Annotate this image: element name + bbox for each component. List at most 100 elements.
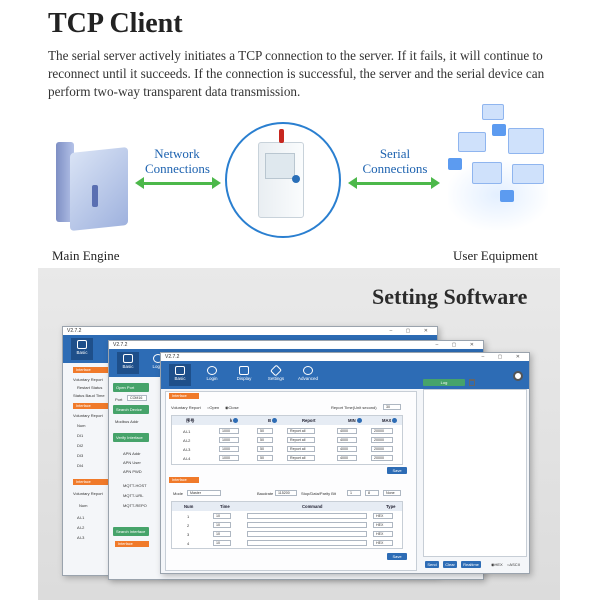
log-output[interactable] <box>423 389 527 557</box>
cmd-command-field[interactable] <box>247 513 367 519</box>
mqtt-repo-label: MQTT-REPO <box>123 503 147 508</box>
radio-open[interactable]: ○Open <box>207 405 220 410</box>
serial-arrow <box>348 177 440 189</box>
apn-pwd-label: APN PWD <box>123 469 142 474</box>
cmd-command-field[interactable] <box>247 531 367 537</box>
nav-basic-button[interactable]: Basic <box>117 352 139 374</box>
b-field[interactable]: 50 <box>257 437 273 443</box>
nav-basic-button[interactable]: Basic <box>71 338 93 360</box>
report-select[interactable]: Report all <box>287 437 315 443</box>
cmd-command-field[interactable] <box>247 540 367 546</box>
col-header: 序号 <box>186 418 195 423</box>
trash-icon[interactable] <box>469 379 475 386</box>
k-field[interactable]: 1000 <box>219 446 239 452</box>
search-device-button[interactable]: Search Device <box>113 405 149 414</box>
report-select[interactable]: Report all <box>287 455 315 461</box>
report-select[interactable]: Report all <box>287 446 315 452</box>
cmd-time-field[interactable]: 10 <box>213 540 231 546</box>
realtime-button[interactable]: Realtime <box>461 561 481 568</box>
max-field[interactable]: 20000 <box>371 437 393 443</box>
nav-settings-button[interactable]: Settings <box>265 364 287 386</box>
network-arrow <box>135 177 221 189</box>
col-header: k <box>230 416 239 425</box>
min-field[interactable]: 4000 <box>337 455 357 461</box>
cmd-num: 1 <box>187 514 190 519</box>
label: DI4 <box>77 463 84 468</box>
search-interface-button[interactable]: Search Interface <box>113 527 149 536</box>
cmd-type-select[interactable]: HEX <box>373 513 393 519</box>
k-field[interactable]: 1000 <box>219 437 239 443</box>
cmd-num: 2 <box>187 523 190 528</box>
report-time-label: Report Time(Unit second) <box>331 405 377 410</box>
radio-close[interactable]: ◉Close <box>225 405 239 410</box>
min-field[interactable]: 4000 <box>337 437 357 443</box>
settings-round-icon[interactable] <box>513 371 523 381</box>
page-title: TCP Client <box>48 8 183 39</box>
label: AI-1 <box>77 515 85 520</box>
nav-bar <box>161 361 529 389</box>
cmd-time-field[interactable]: 10 <box>213 513 231 519</box>
user-equipment-caption: User Equipment <box>453 248 538 263</box>
ai-table-header: 序号 k B Report MIN MAX <box>172 416 402 425</box>
ascii-radio[interactable]: ○ASCII <box>507 562 520 567</box>
k-field[interactable]: 1000 <box>219 455 239 461</box>
serial-connections-label: Serial Connections <box>362 146 428 176</box>
cmd-type-select[interactable]: HEX <box>373 540 393 546</box>
label: Num <box>77 423 86 428</box>
back-section-2: Interface <box>73 403 109 409</box>
report-select[interactable]: Report all <box>287 428 315 434</box>
software-title: Setting Software <box>372 284 528 309</box>
nav-basic-button[interactable]: Basic <box>169 364 191 386</box>
max-field[interactable]: 20000 <box>371 428 393 434</box>
top-section-header: Interface <box>169 393 199 399</box>
app-window-front: V2.7.2– ▢ ✕ Basic Login Display Settings… <box>160 352 530 574</box>
col-header: Type <box>386 504 396 509</box>
cmd-num: 4 <box>187 541 190 546</box>
baudrate-select[interactable]: 115200 <box>275 490 297 496</box>
stop-data-parity-label: Stop/Data/Parity Bit <box>301 491 336 496</box>
page-description: The serial server actively initiates a T… <box>48 48 545 99</box>
window-titlebar: V2.7.2– ▢ ✕ <box>63 327 437 335</box>
nav-advanced-button[interactable]: Advanced <box>297 364 319 386</box>
b-field[interactable]: 50 <box>257 446 273 452</box>
user-equipment-illustration <box>438 100 558 230</box>
send-button[interactable]: Send <box>425 561 439 568</box>
stop-bit-select[interactable]: 1 <box>347 490 361 496</box>
save-button-2[interactable]: Save <box>387 553 407 560</box>
window-titlebar: V2.7.2– ▢ ✕ <box>161 353 529 361</box>
cmd-command-field[interactable] <box>247 522 367 528</box>
label: Voluntary Report <box>73 413 103 418</box>
col-header: B <box>268 416 278 425</box>
back-section-3: Interface <box>73 479 109 485</box>
mode-select[interactable]: Master <box>187 490 221 496</box>
cmd-time-field[interactable]: 10 <box>213 522 231 528</box>
data-bit-select[interactable]: 8 <box>365 490 379 496</box>
cmd-type-select[interactable]: HEX <box>373 531 393 537</box>
col-header: Num <box>184 504 194 509</box>
port-select[interactable]: COM16 <box>127 395 147 401</box>
log-tab[interactable]: Log <box>423 379 465 386</box>
parity-select[interactable]: None <box>383 490 401 496</box>
col-header: Report <box>302 418 316 423</box>
min-field[interactable]: 4000 <box>337 446 357 452</box>
min-field[interactable]: 4000 <box>337 428 357 434</box>
cmd-type-select[interactable]: HEX <box>373 522 393 528</box>
cmd-time-field[interactable]: 10 <box>213 531 231 537</box>
mode-label: Mode <box>173 491 184 496</box>
open-port-button[interactable]: Open Port <box>113 383 149 392</box>
col-header: MAX <box>382 416 398 425</box>
k-field[interactable]: 1000 <box>219 428 239 434</box>
back-section-1: Interface <box>73 367 109 373</box>
report-time-field[interactable]: 30 <box>383 404 401 410</box>
nav-display-button[interactable]: Display <box>233 364 255 386</box>
max-field[interactable]: 20000 <box>371 455 393 461</box>
hex-radio[interactable]: ◉HEX <box>491 562 503 567</box>
b-field[interactable]: 50 <box>257 428 273 434</box>
save-button[interactable]: Save <box>387 467 407 474</box>
b-field[interactable]: 50 <box>257 455 273 461</box>
verify-interface-button[interactable]: Verify Interface <box>113 433 149 442</box>
max-field[interactable]: 20000 <box>371 446 393 452</box>
table-row-id: AI-1 <box>183 429 191 434</box>
clear-button[interactable]: Clear <box>443 561 457 568</box>
nav-login-button[interactable]: Login <box>201 364 223 386</box>
